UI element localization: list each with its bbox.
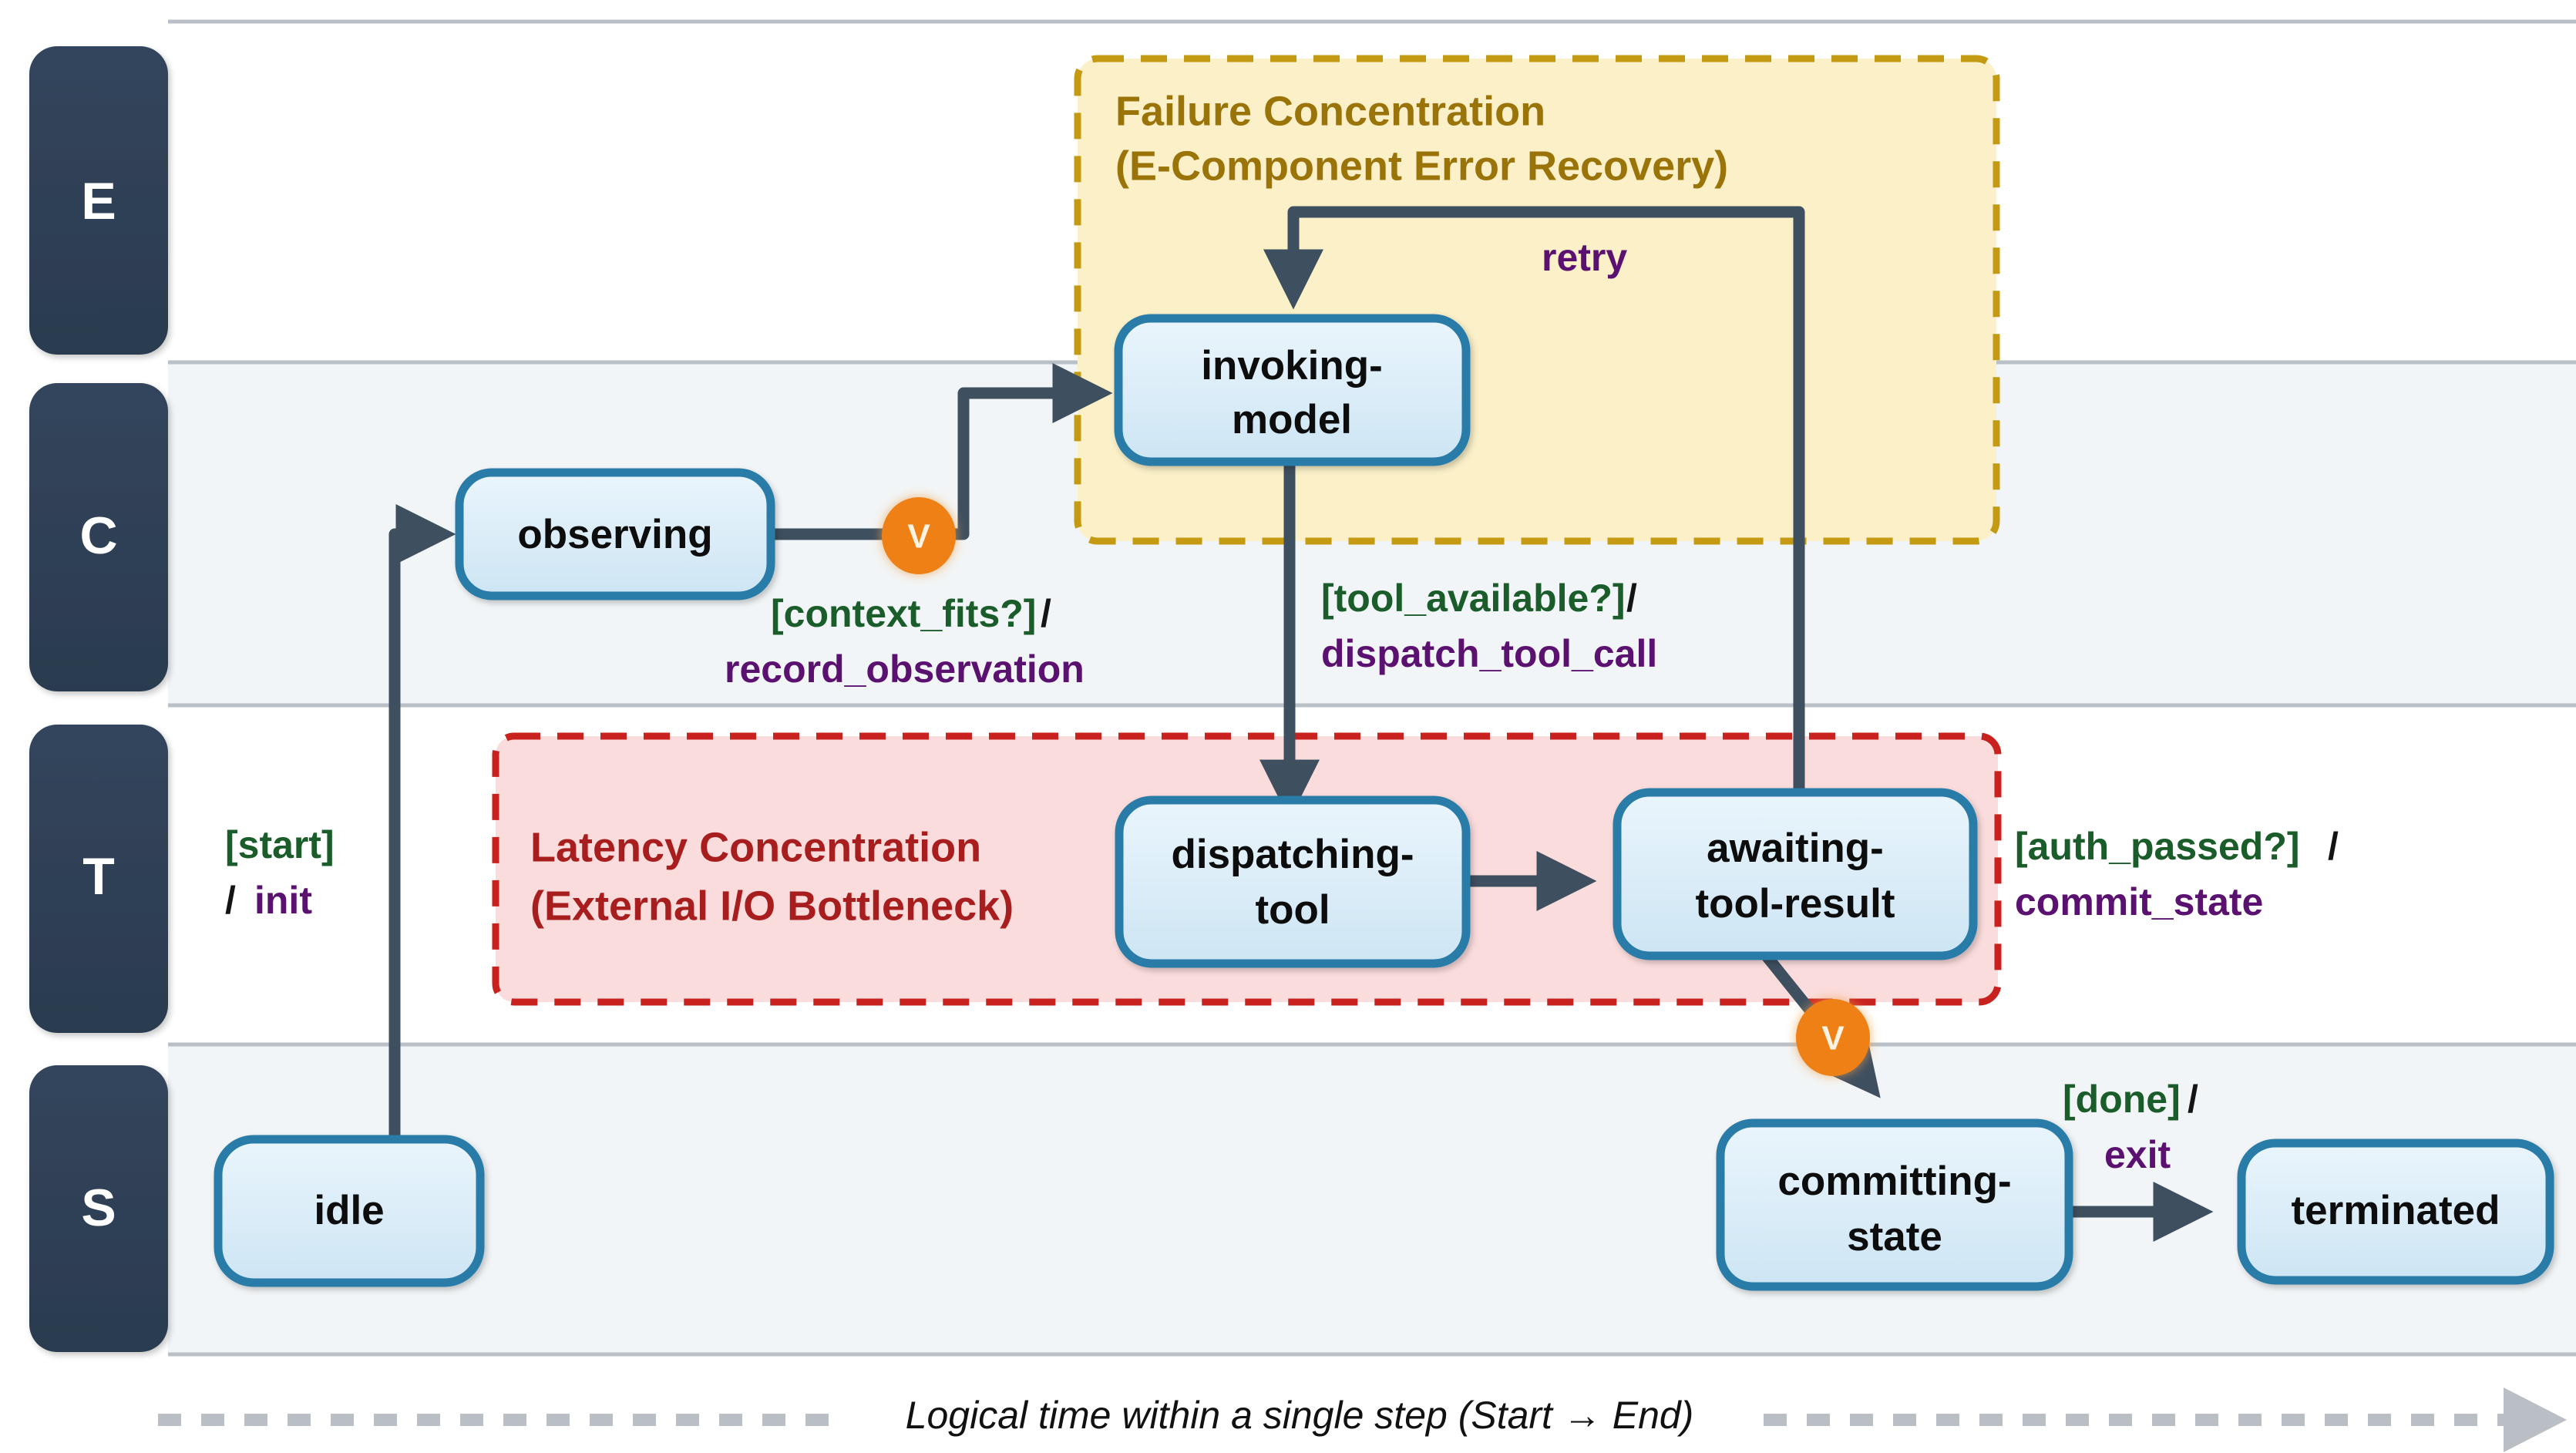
failure-concentration-region[interactable]: Failure Concentration (E-Component Error…: [1074, 55, 2000, 545]
latency-region-title-line1: Latency Concentration: [530, 824, 981, 870]
time-axis-caption: Logical time within a single step (Start…: [906, 1394, 1694, 1437]
state-node-invoking-model-label-line1: invoking-: [1201, 343, 1383, 388]
transition-label-retry-action: retry: [1542, 236, 1627, 279]
failure-region-title-line2: (E-Component Error Recovery): [1115, 143, 1728, 189]
state-node-committing-state-label-line2: state: [1847, 1214, 1942, 1260]
state-node-committing-state[interactable]: committing- state: [1716, 1118, 2073, 1291]
logical-time-axis: Logical time within a single step (Start…: [158, 1387, 2567, 1452]
lane-band-s: [168, 1044, 2576, 1354]
transition-label-done-exit-guard: [done]: [2063, 1078, 2181, 1121]
transition-label-context-fits-action: record_observation: [725, 647, 1085, 691]
lane-label-s: S: [81, 1179, 116, 1237]
transition-label-start-init-slash: /: [225, 879, 236, 922]
transition-label-context-fits: [context_fits?] / record_observation: [725, 592, 1085, 691]
edge-context-fits[interactable]: [771, 363, 1113, 540]
time-axis-arrow-icon: [2504, 1387, 2567, 1452]
lane-label-chip-c[interactable]: C: [29, 383, 168, 691]
transition-label-tool-available-guard: [tool_available?]: [1321, 577, 1626, 620]
transition-label-done-exit: [done] / exit: [2063, 1078, 2198, 1176]
junction-context-fits-label: V: [907, 518, 930, 556]
transition-label-done-exit-action: exit: [2104, 1133, 2171, 1176]
latency-region-title-line2: (External I/O Bottleneck): [530, 883, 1014, 929]
transition-label-start-init: [start] / init: [225, 823, 335, 922]
state-node-awaiting-tool-result-label-line1: awaiting-: [1707, 826, 1884, 871]
transition-label-tool-available-slash: /: [1626, 577, 1637, 620]
transition-label-auth-passed-action: commit_state: [2015, 880, 2263, 923]
transition-label-auth-passed-slash: /: [2328, 825, 2339, 868]
state-node-awaiting-tool-result[interactable]: awaiting- tool-result: [1613, 788, 1978, 960]
transition-label-auth-passed-guard: [auth_passed?]: [2015, 825, 2300, 868]
transition-label-start-init-guard: [start]: [225, 823, 335, 866]
transition-label-auth-passed: [auth_passed?] / commit_state: [2015, 825, 2339, 923]
state-node-observing[interactable]: observing: [455, 468, 775, 600]
transition-label-tool-available-action: dispatch_tool_call: [1321, 632, 1657, 675]
state-node-terminated[interactable]: terminated: [2237, 1139, 2554, 1285]
junction-auth-passed-label: V: [1821, 1020, 1845, 1058]
edge-retry[interactable]: [1263, 206, 1805, 792]
state-node-idle[interactable]: idle: [214, 1135, 485, 1287]
lane-label-chip-t[interactable]: T: [29, 725, 168, 1033]
junction-context-fits[interactable]: V: [882, 497, 956, 574]
state-node-observing-label: observing: [517, 512, 712, 557]
state-node-terminated-label: terminated: [2292, 1188, 2500, 1233]
transition-label-start-init-action: init: [254, 879, 312, 922]
state-node-dispatching-tool-label-line1: dispatching-: [1171, 832, 1414, 877]
state-node-dispatching-tool-label-line2: tool: [1255, 887, 1330, 933]
lane-label-chip-s[interactable]: S: [29, 1065, 168, 1352]
transition-label-done-exit-slash: /: [2188, 1078, 2198, 1121]
state-node-invoking-model[interactable]: invoking- model: [1114, 314, 1471, 466]
transition-label-context-fits-slash: /: [1041, 592, 1051, 635]
junction-auth-passed[interactable]: V: [1796, 999, 1870, 1076]
state-node-awaiting-tool-result-label-line2: tool-result: [1695, 881, 1895, 927]
state-node-dispatching-tool[interactable]: dispatching- tool: [1115, 795, 1471, 968]
state-node-idle-label: idle: [314, 1188, 384, 1233]
lane-label-c: C: [79, 506, 117, 565]
transition-label-context-fits-guard: [context_fits?]: [771, 592, 1036, 635]
lane-label-chip-e[interactable]: E: [29, 46, 168, 355]
edge-start-init[interactable]: [388, 504, 456, 1139]
state-node-committing-state-label-line1: committing-: [1777, 1159, 2011, 1204]
transition-label-retry: retry: [1542, 236, 1627, 279]
state-node-invoking-model-label-line2: model: [1232, 397, 1352, 442]
lane-label-t: T: [82, 847, 115, 906]
lane-label-e: E: [81, 172, 116, 230]
transition-label-tool-available: [tool_available?] / dispatch_tool_call: [1321, 577, 1657, 675]
failure-region-title-line1: Failure Concentration: [1115, 88, 1545, 134]
